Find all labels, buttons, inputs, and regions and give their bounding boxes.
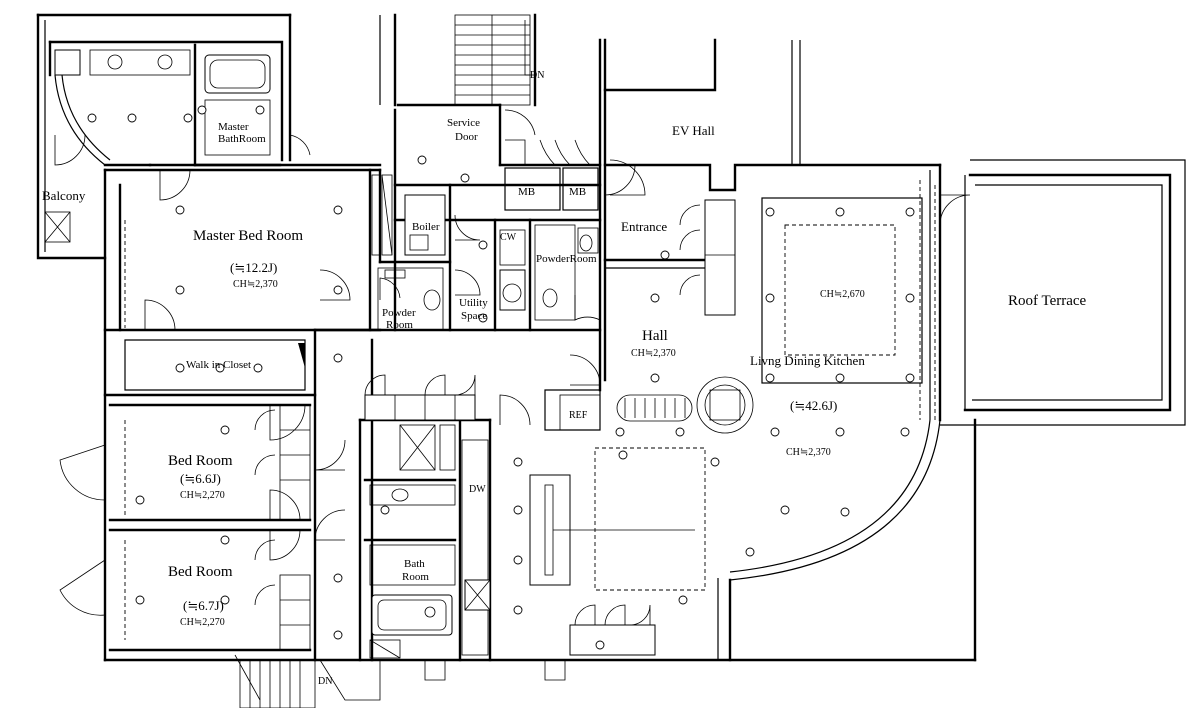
label-ref: REF (569, 410, 588, 421)
label-ldk: Livng Dining Kitchen (750, 353, 865, 368)
label-master-bath-2: BathRoom (218, 133, 266, 145)
label-utility-2: Space (461, 310, 487, 322)
label-master-bed: Master Bed Room (193, 228, 303, 244)
label-bed-1-ch: CH≒2,270 (180, 490, 225, 501)
label-mb-2: MB (569, 186, 586, 198)
label-master-bed-ch: CH≒2,370 (233, 279, 278, 290)
label-master-bath-1: Master (218, 121, 249, 133)
label-bath-1: Bath (404, 558, 425, 570)
label-service-door-1: Service (447, 117, 480, 129)
label-ldk-ch: CH≒2,370 (786, 447, 831, 458)
label-ev-hall: EV Hall (672, 123, 715, 138)
label-bath-2: Room (402, 571, 429, 583)
stair-bottom (234, 654, 381, 708)
label-powder-room-2: PowderRoom (536, 253, 597, 265)
fixtures (44, 49, 936, 659)
label-balcony: Balcony (42, 188, 86, 203)
label-ldk-area: (≒42.6J) (790, 398, 837, 413)
label-dw: DW (469, 484, 486, 495)
doors (54, 109, 971, 681)
label-service-door-2: Door (455, 131, 478, 143)
label-dn-top: DN (530, 70, 544, 81)
label-boiler: Boiler (412, 221, 440, 233)
stair-top (454, 14, 535, 106)
label-powder-room-1-a: Powder (382, 307, 416, 319)
label-powder-room-1-b: Room (386, 319, 413, 331)
label-bed-1: Bed Room (168, 453, 233, 469)
label-utility-1: Utility (459, 297, 488, 309)
label-hall-ch: CH≒2,370 (631, 348, 676, 359)
walls (36, 13, 1186, 662)
label-walk-in-closet: Walk in Closet (186, 359, 251, 371)
room-labels: Balcony Master BathRoom Master Bed Room … (42, 70, 1087, 687)
label-cw: CW (500, 232, 517, 243)
label-mb-1: MB (518, 186, 535, 198)
label-bed-1-area: (≒6.6J) (180, 471, 221, 486)
label-bed-2: Bed Room (168, 564, 233, 580)
label-roof-terrace: Roof Terrace (1008, 293, 1087, 309)
label-bed-2-area: (≒6.7J) (183, 598, 224, 613)
label-bed-2-ch: CH≒2,270 (180, 617, 225, 628)
label-ldk-ch-inner: CH≒2,670 (820, 289, 865, 300)
label-master-bed-area: (≒12.2J) (230, 260, 277, 275)
label-entrance: Entrance (621, 219, 667, 234)
ceiling-lights (87, 105, 915, 650)
label-dn-bottom: DN (318, 676, 332, 687)
label-hall: Hall (642, 328, 668, 344)
